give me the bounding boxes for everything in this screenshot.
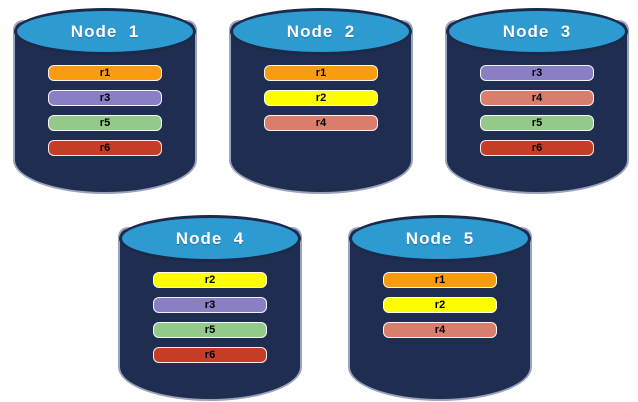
node-title: Node 2 [286, 21, 356, 41]
database-node-4: Node 4 r2 r3 r5 r6 [118, 215, 302, 401]
replica-bar-r4: r4 [383, 322, 497, 338]
replica-label: r2 [315, 91, 327, 104]
replica-bar-r1: r1 [48, 65, 162, 81]
replica-list: r1 r2 r4 [264, 65, 378, 131]
replica-label: r3 [204, 298, 216, 311]
node-row-bottom: Node 4 r2 r3 r5 r6 Node 5 r1 r2 r4 [0, 215, 638, 401]
node-title: Node 4 [175, 228, 245, 248]
replica-bar-r5: r5 [480, 115, 594, 131]
replica-label: r3 [99, 91, 111, 104]
replica-label: r3 [531, 66, 543, 79]
replica-bar-r3: r3 [48, 90, 162, 106]
replica-list: r1 r3 r5 r6 [48, 65, 162, 156]
replica-bar-r1: r1 [264, 65, 378, 81]
database-node-5: Node 5 r1 r2 r4 [348, 215, 532, 401]
node-title: Node 5 [405, 228, 475, 248]
replica-bar-r5: r5 [48, 115, 162, 131]
replica-bar-r4: r4 [264, 115, 378, 131]
replica-bar-r3: r3 [153, 297, 267, 313]
replica-bar-r3: r3 [480, 65, 594, 81]
replica-label: r4 [531, 91, 543, 104]
replica-label: r1 [434, 273, 446, 286]
replica-label: r6 [204, 348, 216, 361]
replica-bar-r2: r2 [264, 90, 378, 106]
replica-bar-r4: r4 [480, 90, 594, 106]
replica-label: r1 [99, 66, 111, 79]
replica-label: r4 [434, 323, 446, 336]
cylinder-top-ellipse: Node 1 [14, 8, 196, 55]
replica-list: r1 r2 r4 [383, 272, 497, 338]
database-node-1: Node 1 r1 r3 r5 r6 [13, 8, 197, 194]
node-title: Node 3 [502, 21, 572, 41]
replica-bar-r2: r2 [153, 272, 267, 288]
replica-label: r4 [315, 116, 327, 129]
replica-label: r2 [434, 298, 446, 311]
cylinder-top-ellipse: Node 2 [230, 8, 412, 55]
replica-bar-r5: r5 [153, 322, 267, 338]
cylinder-top-ellipse: Node 4 [119, 215, 301, 262]
replica-label: r5 [531, 116, 543, 129]
replica-bar-r6: r6 [48, 140, 162, 156]
replica-label: r6 [99, 141, 111, 154]
replica-label: r5 [99, 116, 111, 129]
database-node-3: Node 3 r3 r4 r5 r6 [445, 8, 629, 194]
replica-bar-r6: r6 [480, 140, 594, 156]
replica-label: r2 [204, 273, 216, 286]
replica-list: r3 r4 r5 r6 [480, 65, 594, 156]
replica-list: r2 r3 r5 r6 [153, 272, 267, 363]
replica-bar-r2: r2 [383, 297, 497, 313]
replica-label: r1 [315, 66, 327, 79]
cylinder-top-ellipse: Node 5 [349, 215, 531, 262]
node-title: Node 1 [70, 21, 140, 41]
cylinder-top-ellipse: Node 3 [446, 8, 628, 55]
replica-label: r5 [204, 323, 216, 336]
replica-bar-r6: r6 [153, 347, 267, 363]
database-node-2: Node 2 r1 r2 r4 [229, 8, 413, 194]
replica-bar-r1: r1 [383, 272, 497, 288]
replica-label: r6 [531, 141, 543, 154]
